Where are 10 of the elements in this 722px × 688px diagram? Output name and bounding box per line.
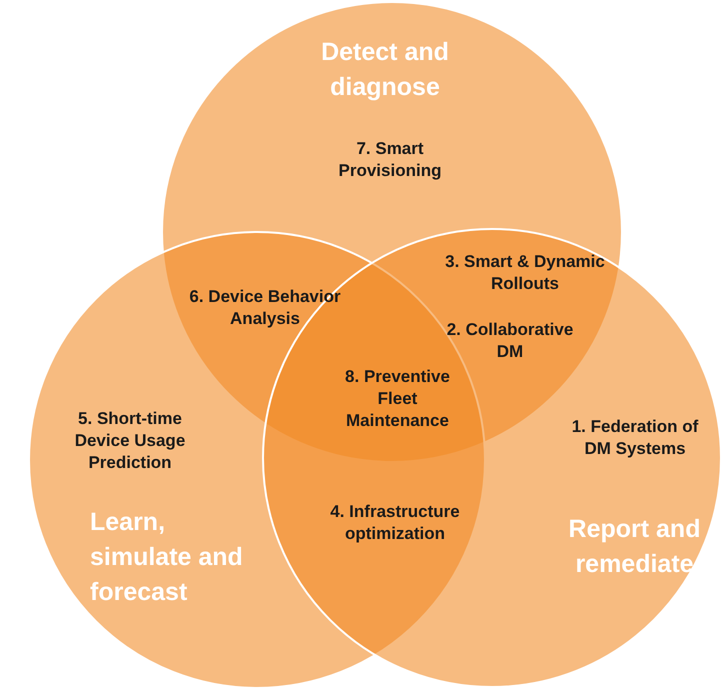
circle-heading: Report and remediate <box>568 514 702 580</box>
region-label: 7. Smart Provisioning <box>338 138 442 182</box>
circle-heading: Learn, simulate and forecast <box>90 507 244 608</box>
region-label: 8. Preventive Fleet Maintenance <box>344 366 451 432</box>
region-label: 2. Collaborative DM <box>446 319 574 364</box>
circle-heading: Detect and diagnose <box>320 37 450 103</box>
region-label: 5. Short-time Device Usage Prediction <box>74 408 186 474</box>
region-label: 4. Infrastructure optimization <box>329 501 461 546</box>
region-label: 1. Federation of DM Systems <box>570 416 700 460</box>
region-label: 3. Smart & Dynamic Rollouts <box>444 251 606 296</box>
